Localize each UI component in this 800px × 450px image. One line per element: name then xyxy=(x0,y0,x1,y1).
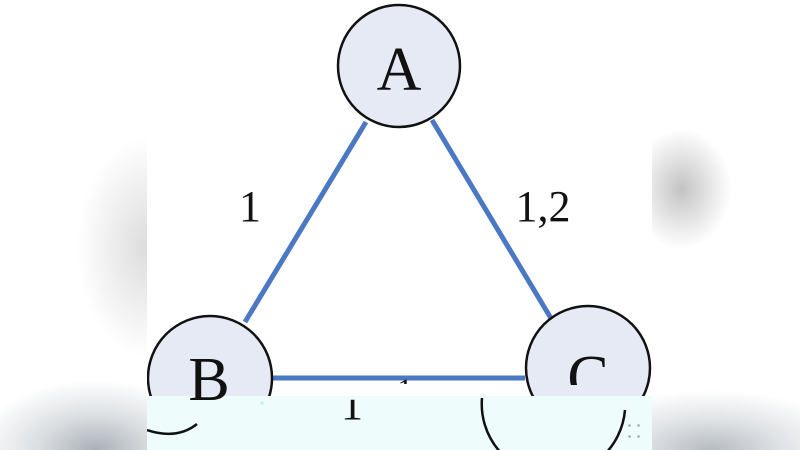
graph-diagram: A B C 1 1,2 1 1 xyxy=(147,0,652,450)
node-a-label: A xyxy=(376,36,422,104)
resize-grip-icon xyxy=(625,420,643,442)
node-c-lower-arc xyxy=(480,397,627,450)
compression-artifact-icon xyxy=(255,398,269,408)
lower-partial-label: 1 xyxy=(341,380,363,429)
graph-svg xyxy=(147,3,652,450)
edge-a-c-label: 1,2 xyxy=(515,182,571,231)
node-b-circle xyxy=(147,314,274,396)
edge-a-c xyxy=(429,118,558,327)
right-blurred-margin xyxy=(652,0,800,450)
left-blurred-margin xyxy=(0,0,147,450)
edge-a-b-label: 1 xyxy=(239,182,261,231)
edge-b-c-label: 1 xyxy=(397,373,413,406)
node-a-circle xyxy=(336,3,462,129)
edge-a-b xyxy=(242,120,369,324)
node-b-label: B xyxy=(188,346,230,414)
bottom-overlay-strip xyxy=(147,396,652,450)
node-b-lower-arc xyxy=(147,423,198,436)
node-c-label: C xyxy=(567,344,609,412)
node-c-circle xyxy=(524,304,652,396)
